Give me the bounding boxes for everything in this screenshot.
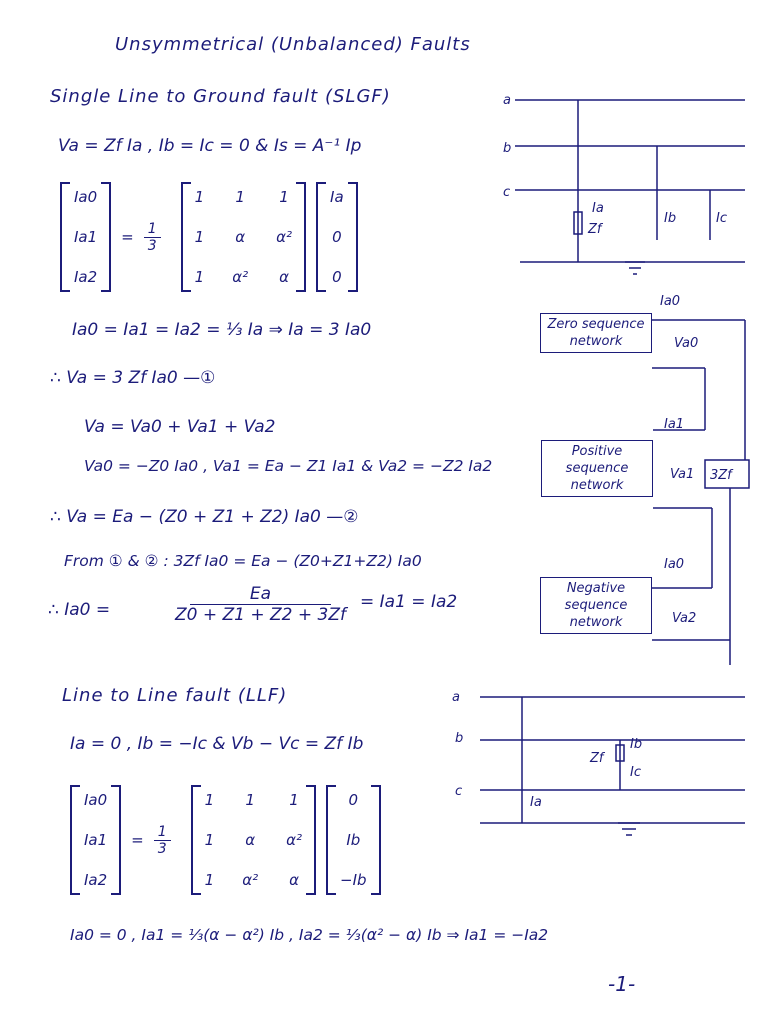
llf-result: Ia0 = 0 , Ia1 = ⅓(α − α²) Ib , Ia2 = ⅓(α… <box>70 926 549 944</box>
eq-va-sum: Va = Va0 + Va1 + Va2 <box>84 417 276 437</box>
eq-sequence-voltages: Va0 = −Z0 Ia0 , Va1 = Ea − Z1 Ia1 & Va2 … <box>84 457 493 475</box>
matrix-cell: Ia0 <box>74 188 98 206</box>
phase-c-label: c <box>503 185 510 200</box>
network-1-current: Ia1 <box>664 417 684 432</box>
math-term: 1 <box>245 791 255 809</box>
math-term: Ia <box>330 188 344 206</box>
zero-sequence-network: Zero sequence network <box>540 313 652 353</box>
math-term: α² <box>242 871 259 889</box>
math-term: 0 <box>348 791 359 809</box>
ia-label: Ia <box>592 201 604 216</box>
math-term: Z0 + Z1 + Z2 + 3Zf <box>175 605 346 625</box>
math-term: α <box>279 268 290 286</box>
math-term: 1 <box>204 791 215 809</box>
ib-label: Ib <box>664 211 676 226</box>
math-term: α <box>245 831 256 849</box>
math-term: Ib <box>346 831 361 849</box>
math-term: 1 <box>194 228 205 246</box>
math-term: Ea <box>189 584 332 605</box>
math-term: Ia1 <box>84 831 108 849</box>
eq-1: ∴ Va = 3 Zf Ia0 —① <box>50 368 216 388</box>
zf-label: Zf <box>587 222 604 237</box>
network-0-voltage: Va0 <box>674 336 698 351</box>
math-term: 1 <box>235 188 245 206</box>
llf-zf-label: Zf <box>589 751 606 766</box>
llf-phase-b-label: b <box>455 731 463 746</box>
math-term: α <box>289 871 300 889</box>
page-number: -1- <box>608 972 636 996</box>
slgf-conditions: Va = Zf Ia , Ib = Ic = 0 & Is = A⁻¹ Ip <box>58 136 362 156</box>
equals: = <box>131 831 144 849</box>
eq-ia0-rhs: = Ia1 = Ia2 <box>360 592 458 612</box>
positive-sequence-network: Positive sequence network <box>541 440 653 497</box>
math-term: −Ib <box>340 871 367 889</box>
phase-b-label: b <box>503 141 511 156</box>
llf-phase-c-label: c <box>455 784 462 799</box>
network-1-voltage: Va1 <box>670 467 694 482</box>
math-term: 0 <box>332 268 342 286</box>
eq-ia0-lhs: ∴ Ia0 = <box>48 600 111 620</box>
math-term: 1 <box>289 791 299 809</box>
slgf-heading: Single Line to Ground fault (SLGF) <box>50 86 391 107</box>
llf-conditions: Ia = 0 , Ib = −Ic & Vb − Vc = Zf Ib <box>70 734 364 754</box>
llf-ic-label: Ic <box>630 765 641 780</box>
math-term: 1 <box>204 831 215 849</box>
eq-2: ∴ Va = Ea − (Z0 + Z1 + Z2) Ia0 —② <box>50 507 359 527</box>
llf-heading: Line to Line fault (LLF) <box>62 685 288 706</box>
math-term: Ia2 <box>84 871 108 889</box>
ic-label: Ic <box>716 211 727 226</box>
eq-sequence-currents: Ia0 = Ia1 = Ia2 = ⅓ Ia ⇒ Ia = 3 Ia0 <box>72 320 372 340</box>
math-term: 1 <box>153 824 171 841</box>
network-0-current: Ia0 <box>660 294 680 309</box>
math-term: 1 <box>204 871 215 889</box>
network-2-current: Ia0 <box>664 557 684 572</box>
page-title: Unsymmetrical (Unbalanced) Faults <box>115 34 471 55</box>
math-term: 3 <box>157 840 167 857</box>
llf-ia-label: Ia <box>530 795 542 810</box>
phase-a-label: a <box>503 93 511 108</box>
math-term: 3 <box>147 237 157 254</box>
math-term: 1 <box>194 188 205 206</box>
math-term: α² <box>286 831 303 849</box>
matrix-cell: Ia2 <box>74 268 98 286</box>
math-term: α² <box>276 228 293 246</box>
math-term: 1 <box>279 188 289 206</box>
math-term: 1 <box>194 268 205 286</box>
negative-sequence-network: Negative sequence network <box>540 577 652 634</box>
eq-ia0-fraction: Ea Z0 + Z1 + Z2 + 3Zf <box>175 584 346 625</box>
llf-phase-a-label: a <box>452 690 460 705</box>
llf-ib-label: Ib <box>630 737 642 752</box>
series-impedance-label: 3Zf <box>710 468 734 483</box>
math-term: Ia0 <box>84 791 108 809</box>
math-term: 0 <box>332 228 342 246</box>
equals: = <box>121 228 134 246</box>
network-2-voltage: Va2 <box>672 611 696 626</box>
math-term: α <box>235 228 246 246</box>
matrix-cell: Ia1 <box>74 228 98 246</box>
math-term: 1 <box>143 221 161 238</box>
math-term: α² <box>232 268 249 286</box>
eq-combined: From ① & ② : 3Zf Ia0 = Ea − (Z0+Z1+Z2) I… <box>64 552 422 570</box>
